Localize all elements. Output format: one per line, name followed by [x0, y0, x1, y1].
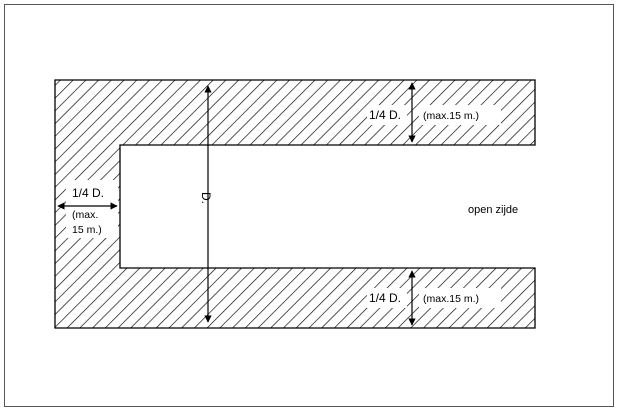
top-band-fraction-label: 1/4 D.	[369, 108, 401, 122]
bottom-fraction-label-box	[367, 288, 407, 308]
bottom-band-max-label: (max.15 m.)	[423, 293, 479, 305]
top-fraction-label-box	[367, 105, 407, 125]
left-band-max-line1: (max.	[72, 209, 98, 221]
left-band-fraction-label: 1/4 D.	[72, 186, 104, 200]
bottom-max-label-box	[419, 288, 501, 308]
depth-label: D.	[199, 192, 213, 204]
top-band-max-label: (max.15 m.)	[423, 110, 479, 122]
left-band-max-line2: 15 m.)	[72, 224, 102, 236]
open-side-label: open zijde	[468, 204, 518, 216]
bottom-band-fraction-label: 1/4 D.	[369, 291, 401, 305]
top-max-label-box	[419, 105, 501, 125]
